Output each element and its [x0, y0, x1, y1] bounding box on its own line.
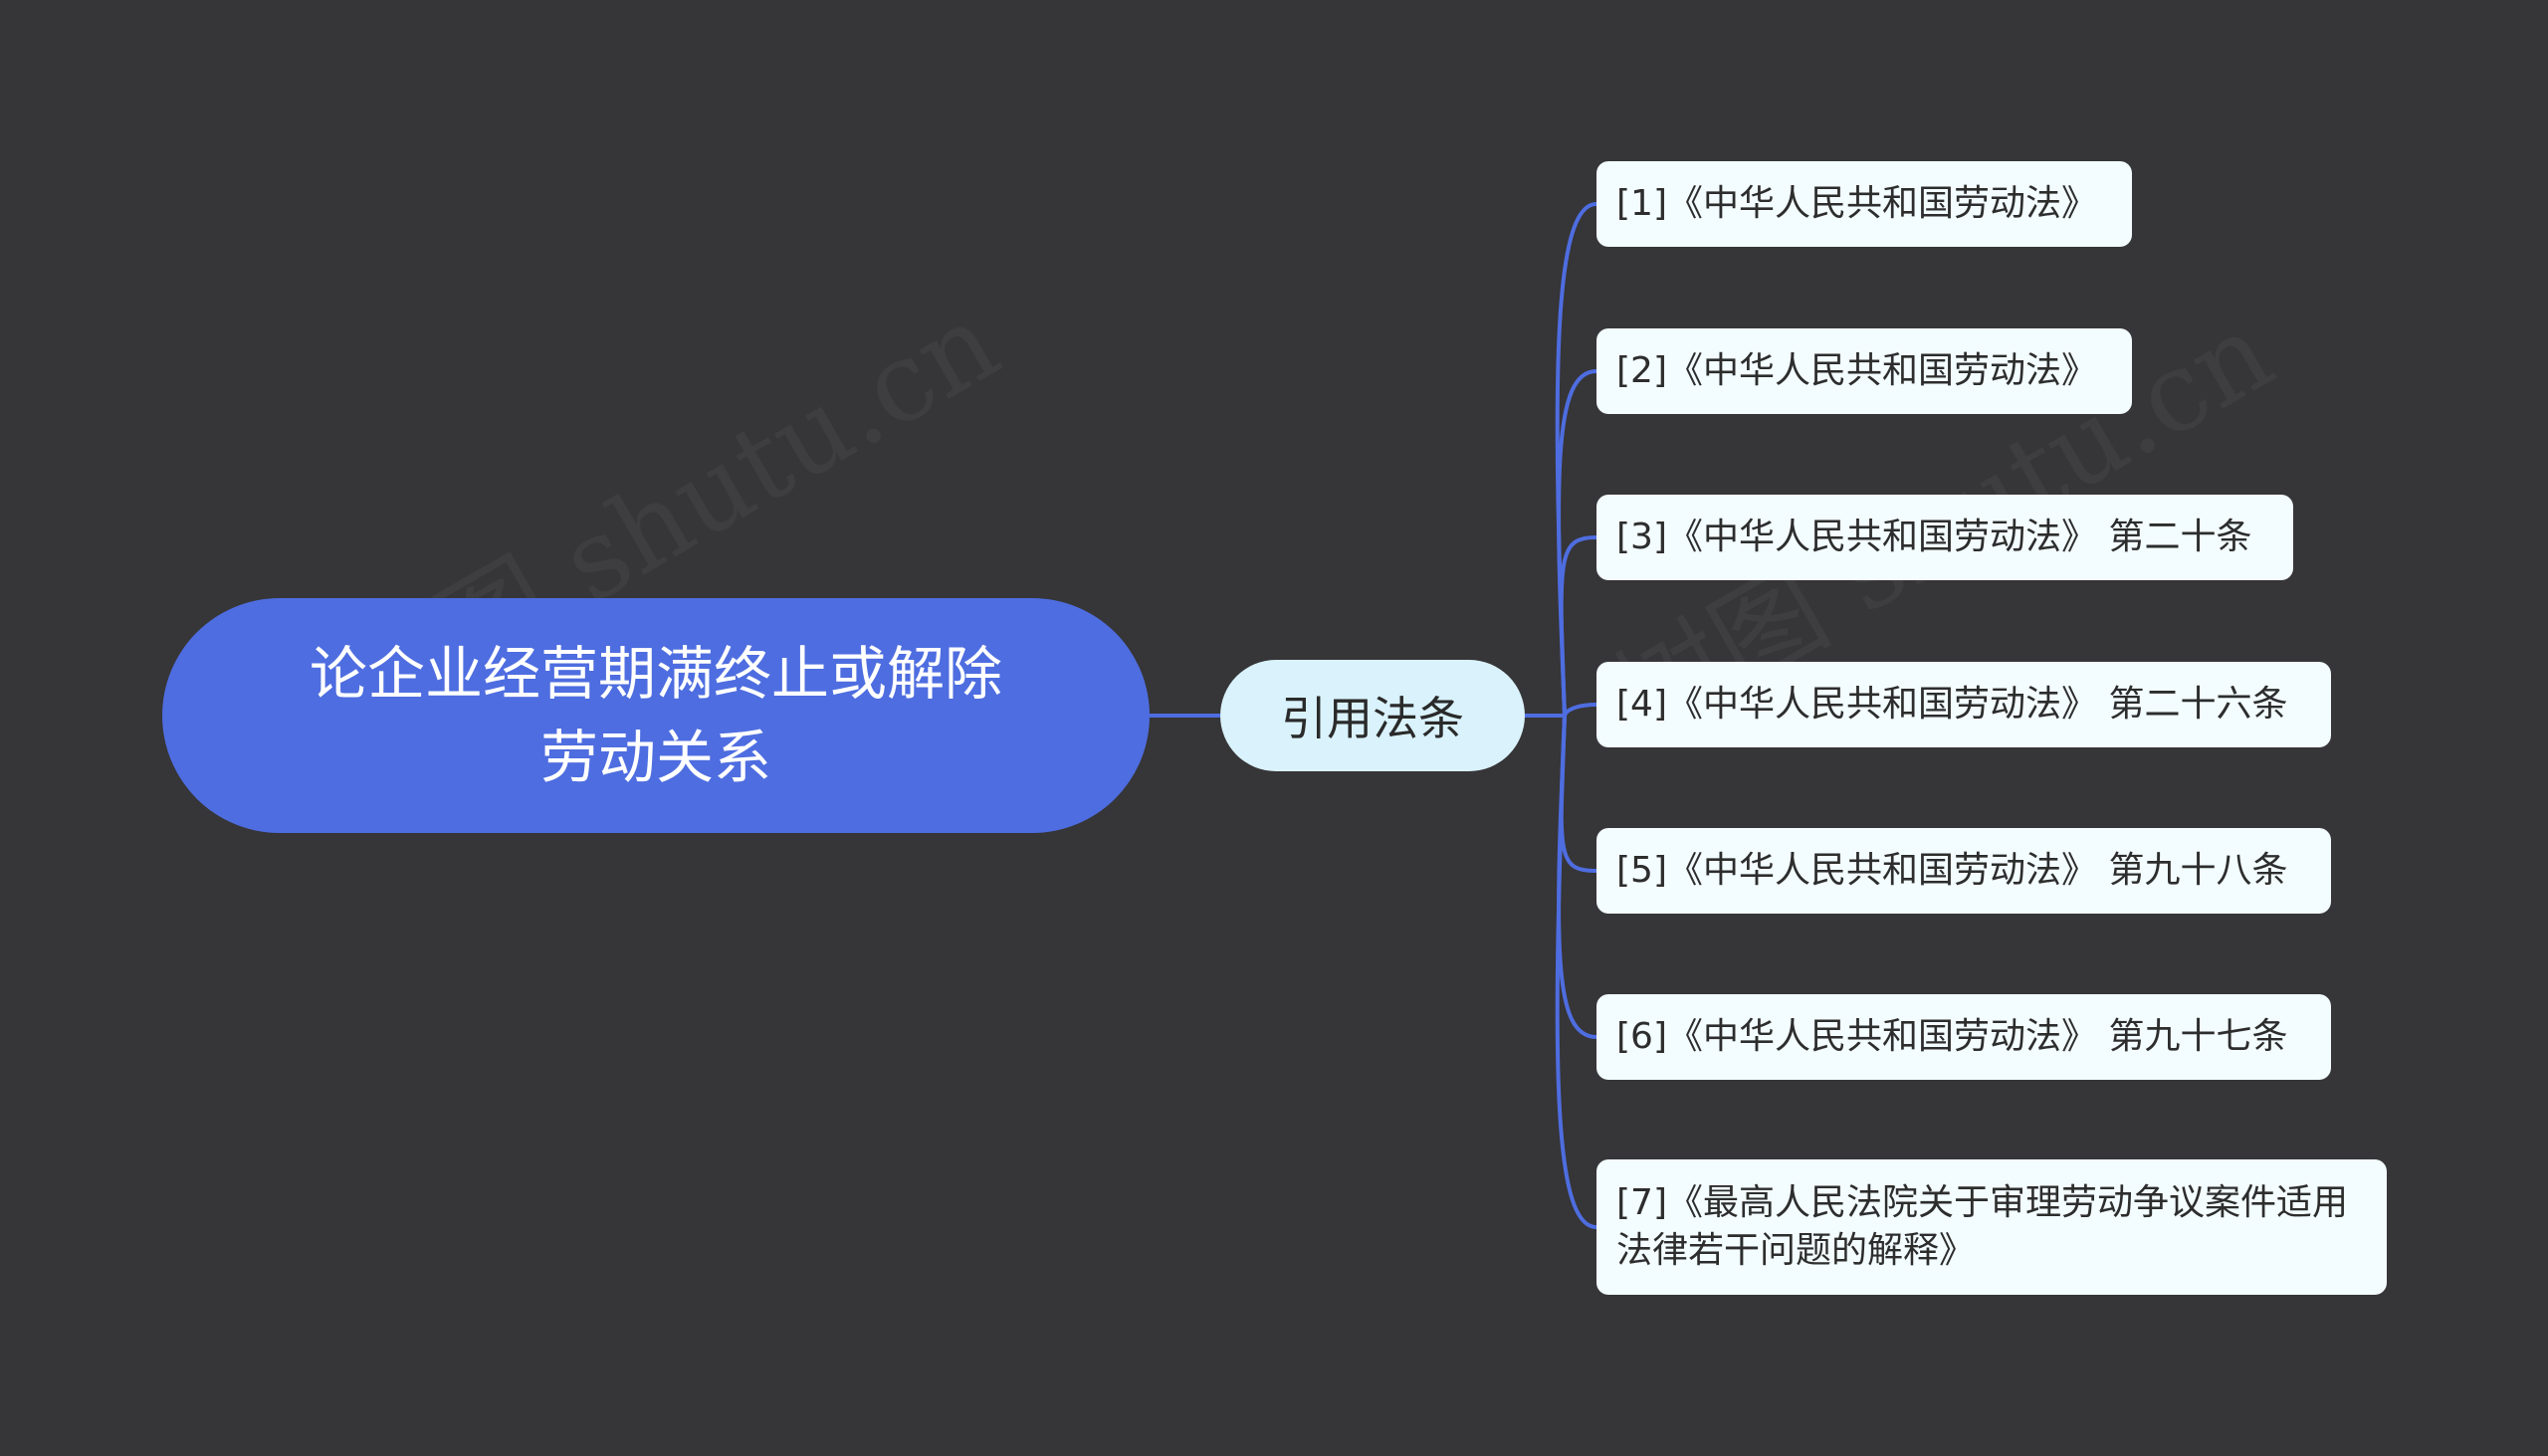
leaf-topic-node[interactable]: [7]《最高人民法院关于审理劳动争议案件适用法律若干问题的解释》 — [1596, 1159, 2387, 1295]
leaf-connector-5 — [1559, 715, 1597, 873]
branch-topic-node[interactable]: 引用法条 — [1220, 660, 1525, 771]
leaf-connector-7 — [1555, 715, 1597, 1229]
leaf-topic-label: [1]《中华人民共和国劳动法》 — [1616, 183, 2097, 224]
leaf-topic-label: [7]《最高人民法院关于审理劳动争议案件适用法律若干问题的解释》 — [1616, 1182, 2348, 1271]
leaf-topic-label: [2]《中华人民共和国劳动法》 — [1616, 350, 2097, 391]
leaf-topic-node[interactable]: [4]《中华人民共和国劳动法》 第二十六条 — [1596, 662, 2331, 747]
leaf-topic-label: [6]《中华人民共和国劳动法》 第九十七条 — [1616, 1016, 2288, 1057]
leaf-topic-node[interactable]: [1]《中华人民共和国劳动法》 — [1596, 161, 2132, 247]
leaf-topic-label: [5]《中华人民共和国劳动法》 第九十八条 — [1616, 850, 2288, 891]
leaf-topic-node[interactable]: [3]《中华人民共和国劳动法》 第二十条 — [1596, 495, 2293, 580]
leaf-topic-node[interactable]: [5]《中华人民共和国劳动法》 第九十八条 — [1596, 828, 2331, 914]
root-topic-node[interactable]: 论企业经营期满终止或解除劳动关系 — [162, 598, 1150, 833]
root-topic-title: 论企业经营期满终止或解除劳动关系 — [309, 640, 1002, 791]
leaf-connector-3 — [1559, 535, 1597, 717]
branch-topic-label: 引用法条 — [1281, 692, 1464, 745]
leaf-topic-node[interactable]: [2]《中华人民共和国劳动法》 — [1596, 328, 2132, 414]
leaf-connector-4 — [1563, 703, 1597, 717]
leaf-topic-label: [3]《中华人民共和国劳动法》 第二十条 — [1616, 517, 2252, 557]
leaf-topic-label: [4]《中华人民共和国劳动法》 第二十六条 — [1616, 684, 2288, 725]
leaf-topic-node[interactable]: [6]《中华人民共和国劳动法》 第九十七条 — [1596, 994, 2331, 1080]
